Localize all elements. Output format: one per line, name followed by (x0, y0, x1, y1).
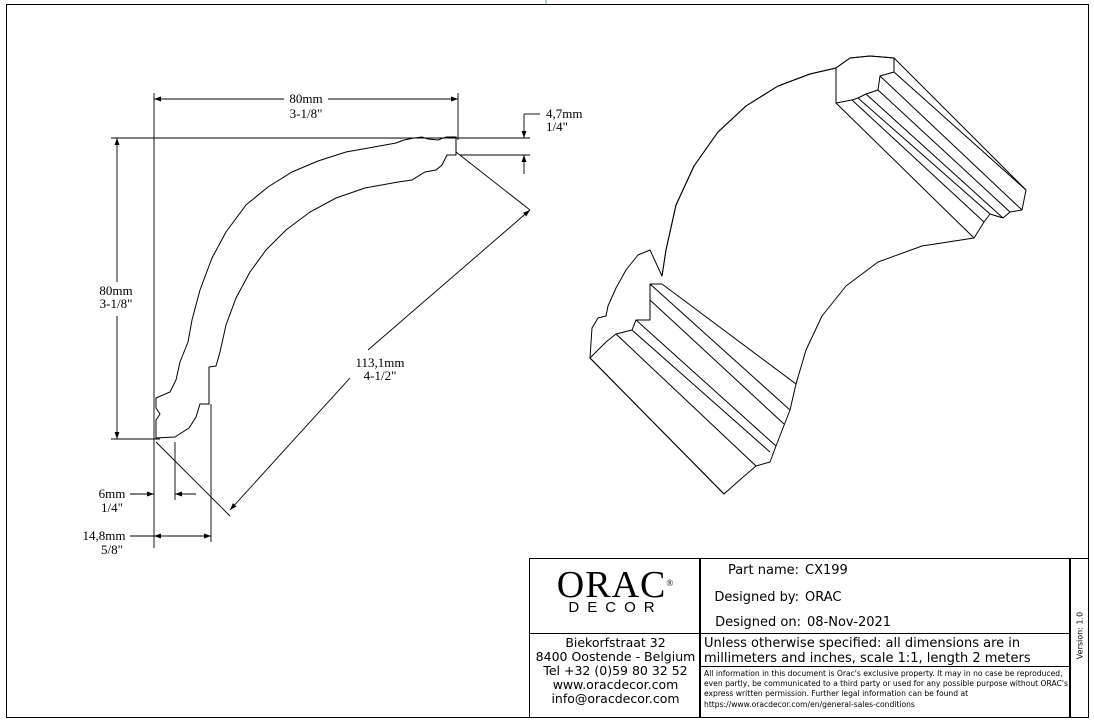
dim-height-in: 3-1/8" (100, 296, 133, 311)
title-block-version: Version: 1.0 (1070, 558, 1089, 718)
logo-decor: DECOR (568, 599, 663, 616)
part-name-row: Part name: CX199 (701, 563, 1071, 578)
dimension-lines (111, 93, 540, 548)
iso-top-face (835, 55, 895, 104)
address-email[interactable]: info@oracdecor.com (551, 691, 680, 706)
designed-on-label: Designed on: (715, 615, 801, 630)
iso-outline (589, 55, 1027, 495)
address-tel: Tel +32 (0)59 80 32 52 (543, 663, 688, 678)
dim-top-lip-mm: 4,7mm (546, 106, 582, 121)
designed-by-row: Designed by: ORAC (701, 590, 1071, 605)
part-name-label: Part name: (727, 563, 799, 578)
title-block-logo: ORAC® DECOR Biekorfstraat 32 8400 Oosten… (529, 558, 701, 719)
dim-top-lip-in: 1/4" (546, 119, 568, 134)
dim-diagonal-mm: 113,1mm (356, 355, 405, 370)
part-name-value: CX199 (805, 563, 848, 578)
legal-note: All information in this document is Orac… (704, 669, 1068, 709)
isometric-view (589, 55, 1027, 495)
address-city: 8400 Oostende - Belgium (535, 649, 696, 664)
designed-by-value: ORAC (805, 590, 842, 605)
iso-inner-curve (661, 67, 837, 277)
designed-on-row: Designed on: 08-Nov-2021 (701, 615, 1071, 630)
dim-bottom-lip-mm: 6mm (99, 486, 126, 501)
dim-top-width-in: 3-1/8" (290, 106, 323, 121)
cross-section-profile (155, 136, 457, 439)
logo-registered-mark: ® (666, 578, 675, 588)
dim-bottom-width-mm: 14,8mm (83, 528, 126, 543)
company-address: Biekorfstraat 32 8400 Oostende - Belgium… (530, 633, 701, 719)
dimension-labels: 80mm 3-1/8" 80mm 3-1/8" 4,7mm 1/4" 113,1… (83, 91, 583, 557)
dim-height-mm: 80mm (99, 283, 132, 298)
dim-bottom-width-in: 5/8" (101, 542, 123, 557)
version-label: Version: 1.0 (1075, 611, 1085, 660)
profile-outline (155, 136, 457, 439)
spec-note: Unless otherwise specified: all dimensio… (701, 633, 1071, 667)
designed-by-label: Designed by: (714, 590, 799, 605)
designed-on-value: 08-Nov-2021 (807, 615, 892, 630)
title-block-info: Part name: CX199 Designed by: ORAC Designe… (700, 558, 1071, 718)
dim-bottom-lip-in: 1/4" (101, 500, 123, 515)
address-street: Biekorfstraat 32 (565, 635, 666, 650)
dim-diagonal-in: 4-1/2" (364, 368, 397, 383)
logo-brand: ORAC (556, 564, 667, 606)
address-web[interactable]: www.oracdecor.com (552, 677, 679, 692)
iso-bottom-face (589, 283, 662, 359)
dim-top-width-mm: 80mm (289, 91, 322, 106)
orac-logo: ORAC® (530, 563, 701, 607)
